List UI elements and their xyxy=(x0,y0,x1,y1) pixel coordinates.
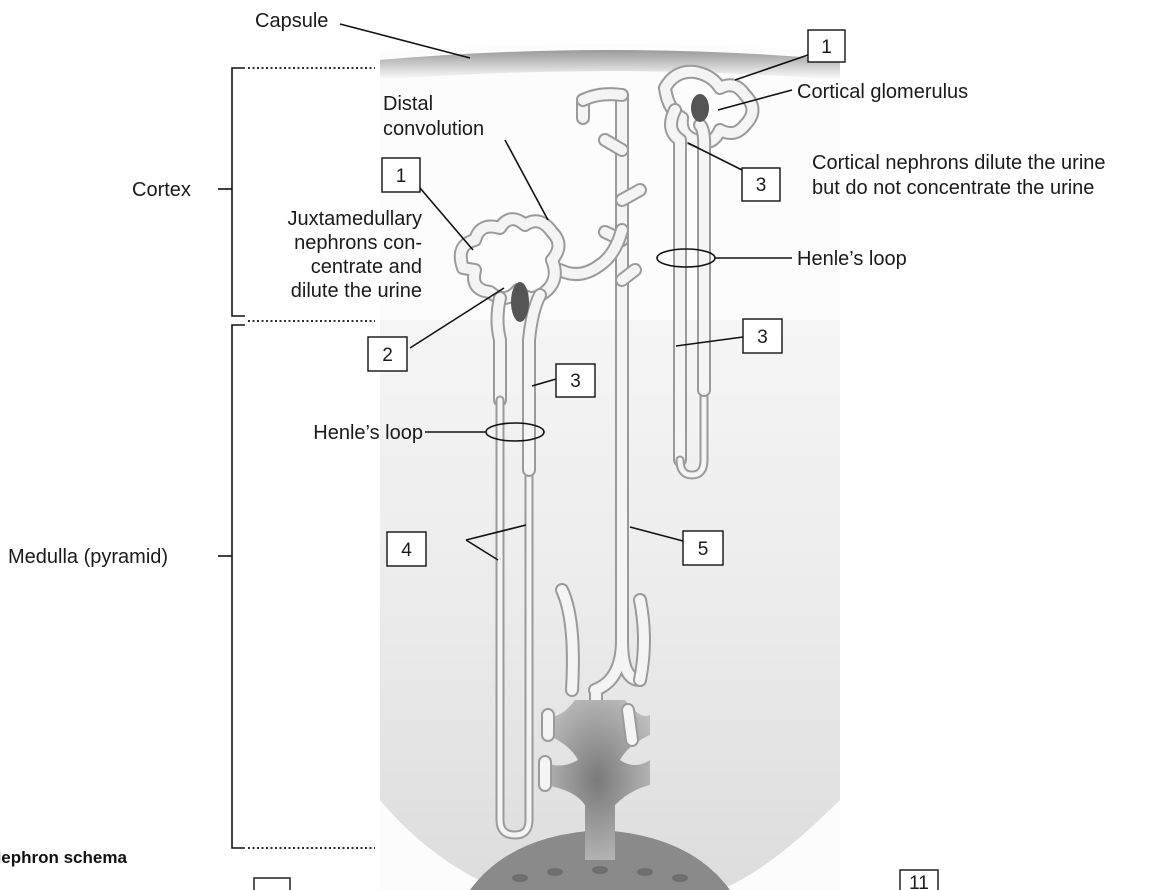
callout-4: 4 xyxy=(387,532,426,566)
callout-1-top: 1 xyxy=(808,30,845,62)
cortical-nephrons-note-line1: Cortical nephrons dilute the urine xyxy=(812,152,1106,174)
svg-text:4: 4 xyxy=(401,540,412,561)
svg-text:1: 1 xyxy=(396,166,407,187)
callout-box-partial xyxy=(254,878,290,890)
callout-3-top: 3 xyxy=(742,168,780,201)
henle-loop-label-right: Henle’s loop xyxy=(797,248,907,270)
cortex-label: Cortex xyxy=(132,179,191,201)
callout-3-left: 3 xyxy=(556,364,595,397)
region-brackets xyxy=(218,68,375,848)
juxta-note-line3: centrate and xyxy=(311,256,422,278)
callout-3-right: 3 xyxy=(743,319,782,353)
medulla-label: Medulla (pyramid) xyxy=(8,546,168,568)
juxta-note-line2: nephrons con- xyxy=(294,232,422,254)
svg-text:1: 1 xyxy=(821,37,832,58)
svg-text:3: 3 xyxy=(756,175,767,196)
figure-title: Nephron schema xyxy=(0,848,127,867)
callout-11: 11 xyxy=(900,870,938,890)
svg-text:3: 3 xyxy=(757,327,768,348)
henle-loop-label-left: Henle’s loop xyxy=(313,422,423,444)
svg-text:2: 2 xyxy=(382,345,393,366)
svg-text:3: 3 xyxy=(570,371,581,392)
cortical-glomerulus-knot xyxy=(691,94,709,122)
callout-2: 2 xyxy=(368,337,407,371)
juxtamedullary-glomerulus-knot xyxy=(511,282,529,322)
svg-text:11: 11 xyxy=(909,873,929,890)
cortical-nephrons-note-line2: but do not concentrate the urine xyxy=(812,177,1094,199)
callout-1-left: 1 xyxy=(382,158,420,192)
callout-5: 5 xyxy=(683,531,723,565)
juxta-note-line1: Juxtamedullary xyxy=(287,208,422,230)
cortical-glomerulus-label: Cortical glomerulus xyxy=(797,81,968,103)
svg-text:5: 5 xyxy=(698,539,709,560)
juxta-note-line4: dilute the urine xyxy=(291,280,422,302)
capsule-label: Capsule xyxy=(255,10,328,32)
distal-convolution-label-line2: convolution xyxy=(383,118,484,140)
distal-convolution-label-line1: Distal xyxy=(383,93,433,115)
